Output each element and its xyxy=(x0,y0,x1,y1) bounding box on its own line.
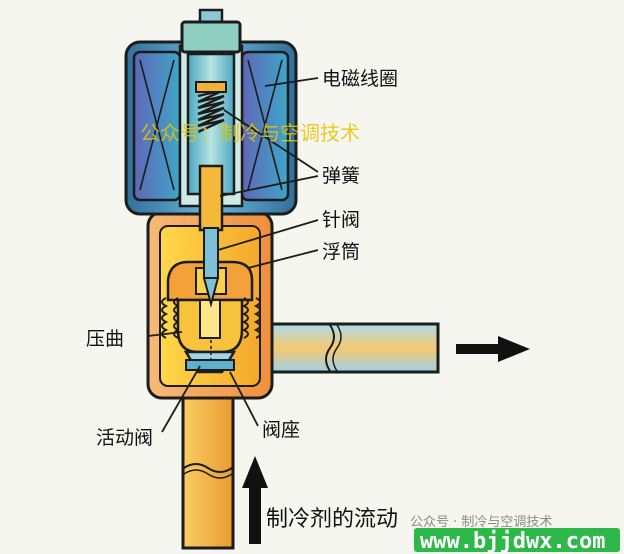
inlet-arrow xyxy=(242,456,268,544)
watermark-corner: 公众号 · 制冷与空调技术 xyxy=(410,515,552,530)
label-valve-seat: 阀座 xyxy=(262,419,300,441)
label-bellows: 压曲 xyxy=(86,328,124,350)
spring xyxy=(195,81,227,134)
label-flow: 制冷剂的流动 xyxy=(266,507,398,532)
top-nut xyxy=(180,8,242,54)
label-active-valve: 活动阀 xyxy=(96,427,153,449)
outlet-arrow xyxy=(456,336,530,362)
leader-lines xyxy=(147,77,319,433)
label-needle-valve: 针阀 xyxy=(322,209,360,231)
needle-valve xyxy=(198,164,224,308)
label-spring: 弹簧 xyxy=(322,165,360,187)
site-banner: www.bjjdwx.com xyxy=(414,528,620,554)
bellows-right xyxy=(241,297,261,339)
label-coil: 电磁线圈 xyxy=(322,68,398,90)
valve-seat xyxy=(185,359,235,371)
watermark-center: 公众号：制冷与空调技术 xyxy=(140,121,360,145)
outlet-pipe xyxy=(260,322,440,374)
site-url: www.bjjdwx.com xyxy=(420,529,605,554)
label-float-tube: 浮筒 xyxy=(322,241,360,263)
